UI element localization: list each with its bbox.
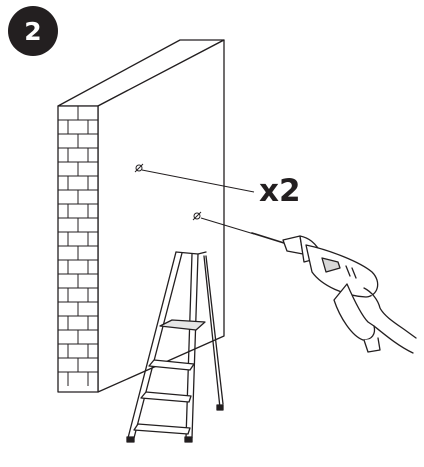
drill-hole-mark-icon [134,163,144,173]
quantity-label: x2 [259,173,301,209]
drill-hole-mark-icon [192,211,202,221]
brick-wall-icon [57,39,225,393]
leader-lines [141,169,255,235]
power-drill-icon [251,232,417,354]
step-ladder-icon [126,251,224,443]
brick-pattern [58,106,98,386]
step-number-badge: 2 [8,6,58,56]
